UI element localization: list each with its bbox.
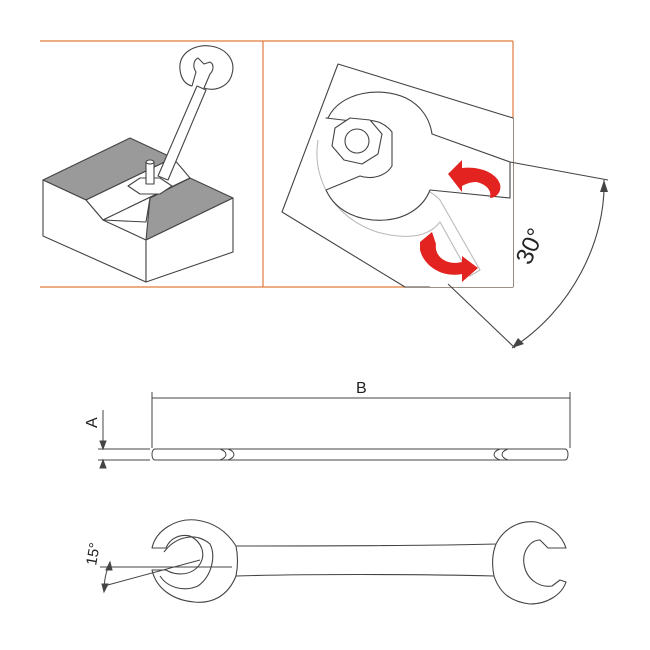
- rotation-arrow-bottom: [420, 232, 478, 282]
- block-right-face: [145, 197, 234, 283]
- wrench-outline: [151, 519, 567, 605]
- head-angle-15-label: 15°: [83, 541, 104, 566]
- nut-shape: [127, 177, 173, 195]
- left-panel-illustration: [42, 45, 234, 283]
- main-wrench-head: [325, 91, 511, 221]
- angle-arc: [511, 179, 605, 349]
- wrench-head-left: [179, 45, 234, 90]
- bolt-end: [344, 128, 370, 154]
- length-b-label: B: [356, 380, 367, 397]
- head-angle-dimension: [100, 559, 232, 594]
- rotation-arrow-top: [448, 160, 501, 198]
- angle-30-label: 30°: [511, 224, 550, 268]
- top-view-wrench: [151, 519, 567, 605]
- wrench-handle-left: [157, 85, 207, 181]
- right-panel-illustration: [281, 63, 609, 349]
- thickness-a-label: A: [84, 417, 101, 428]
- wrench-side-profile: [151, 448, 569, 461]
- side-view: [98, 392, 571, 469]
- bolt-stem: [145, 161, 155, 185]
